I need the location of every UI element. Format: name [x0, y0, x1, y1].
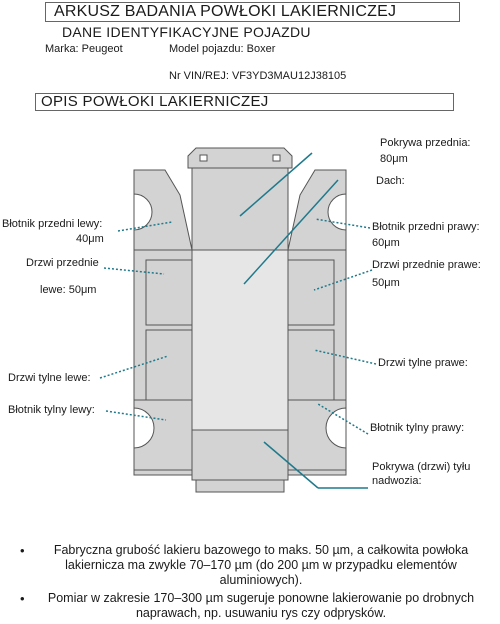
value-door-front-left: lewe: 50μm [40, 284, 97, 296]
door-front-right-panel [287, 259, 335, 326]
label-roof: Dach: [376, 175, 405, 187]
wheel-arch-front-left [133, 193, 153, 231]
wheel-arch-rear-right [325, 407, 347, 449]
hood-lock-left [199, 154, 208, 162]
label-fender-rear-left: Błotnik tylny lewy: [8, 404, 95, 416]
sheet-title: ARKUSZ BADANIA POWŁOKI LAKIERNICZEJ [45, 2, 460, 22]
wheel-arch-front-right [327, 193, 347, 231]
leader-fender-front-left [117, 221, 173, 232]
roof-panel [191, 167, 289, 251]
leader-fender-rear-right [317, 403, 369, 435]
fender-front-right-panel [287, 169, 347, 251]
leader-hood [239, 152, 313, 217]
notes-list: Fabryczna grubość lakieru bazowego to ma… [20, 543, 490, 624]
cargo-floor [191, 249, 289, 431]
label-door-front-left: Drzwi przednie [26, 257, 99, 269]
leader-tailgate [263, 441, 319, 489]
rear-bumper-panel [195, 479, 285, 493]
value-fender-front-right: 60μm [372, 237, 400, 249]
vehicle-vin: Nr VIN/REJ: VF3YD3MAU12J38105 [169, 70, 347, 82]
fender-front-left-panel [133, 169, 193, 251]
tailgate-panel [191, 429, 289, 481]
hood-lock-right [272, 154, 281, 162]
label-fender-front-left: Błotnik przedni lewy: [2, 218, 103, 230]
label-tailgate-2: nadwozia: [372, 475, 422, 487]
label-door-rear-right: Drzwi tylne prawe: [378, 357, 468, 369]
leader-roof [243, 179, 339, 285]
label-door-front-right: Drzwi przednie prawe: [372, 259, 481, 271]
car-body-diagram [99, 147, 377, 493]
label-fender-front-right: Błotnik przedni prawy: [372, 221, 480, 233]
leader-door-rear-right [313, 349, 377, 365]
door-rear-left-panel [145, 329, 193, 401]
label-fender-rear-right: Błotnik tylny prawy: [370, 422, 465, 434]
label-door-rear-left: Drzwi tylne lewe: [8, 372, 91, 384]
door-rear-right-panel [287, 329, 335, 401]
vehicle-data-heading: DANE IDENTYFIKACYJNE POJAZDU [62, 24, 311, 40]
wheel-arch-rear-left [133, 407, 155, 449]
vehicle-model: Model pojazdu: Boxer [169, 43, 276, 55]
leader-fender-front-right [314, 218, 371, 229]
value-door-front-right: 50μm [372, 277, 400, 289]
value-fender-front-left: 40μm [76, 233, 104, 245]
label-tailgate: Pokrywa (drzwi) tyłu [372, 461, 471, 473]
label-hood: Pokrywa przednia: [380, 137, 471, 149]
paint-description-heading: OPIS POWŁOKI LAKIERNICZEJ [35, 93, 454, 111]
note-item: Pomiar w zakresie 170–300 µm sugeruje po… [20, 591, 490, 621]
value-hood: 80μm [380, 153, 408, 165]
vehicle-make: Marka: Peugeot [45, 43, 123, 55]
door-front-left-panel [145, 259, 193, 326]
note-item: Fabryczna grubość lakieru bazowego to ma… [20, 543, 490, 588]
hood-panel [187, 147, 293, 169]
